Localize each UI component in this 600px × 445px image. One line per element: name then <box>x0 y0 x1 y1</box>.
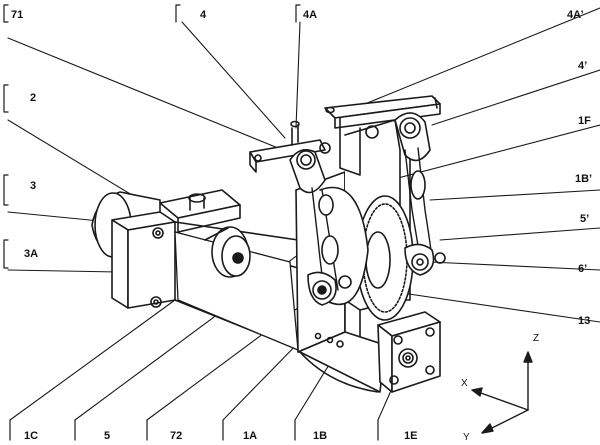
label-1A: 1A <box>243 430 258 442</box>
label-brackets <box>3 4 379 441</box>
label-4A: 4A <box>303 9 318 21</box>
rear-link-arm <box>324 95 446 276</box>
label-4-prime: 4’ <box>578 60 588 72</box>
label-3A: 3A <box>24 248 39 260</box>
axis-label-z: Z <box>533 333 540 344</box>
leader-lines <box>7 7 600 421</box>
label-5: 5 <box>104 430 111 442</box>
label-1B: 1B <box>313 430 328 442</box>
motor-mount-block <box>111 211 176 309</box>
label-6-prime: 6’ <box>578 263 588 275</box>
axis-label-y: Y <box>463 432 470 443</box>
label-13: 13 <box>578 315 591 327</box>
front-cam <box>319 186 369 306</box>
label-1C: 1C <box>24 430 39 442</box>
small-motor <box>204 226 251 278</box>
label-4A-prime: 4A’ <box>567 9 584 21</box>
label-3: 3 <box>30 180 37 192</box>
coordinate-axes <box>471 351 533 434</box>
label-71: 71 <box>11 9 24 21</box>
label-4: 4 <box>200 9 207 21</box>
label-72: 72 <box>170 430 183 442</box>
label-1B-prime: 1B’ <box>575 173 593 185</box>
label-2: 2 <box>30 92 37 104</box>
front-mount-block <box>377 311 441 393</box>
cable-arc <box>299 351 379 393</box>
label-5-prime: 5’ <box>580 213 590 225</box>
label-1E: 1E <box>404 430 418 442</box>
axis-label-x: X <box>461 378 468 389</box>
front-link-arm <box>249 120 352 306</box>
label-1F: 1F <box>578 115 591 127</box>
